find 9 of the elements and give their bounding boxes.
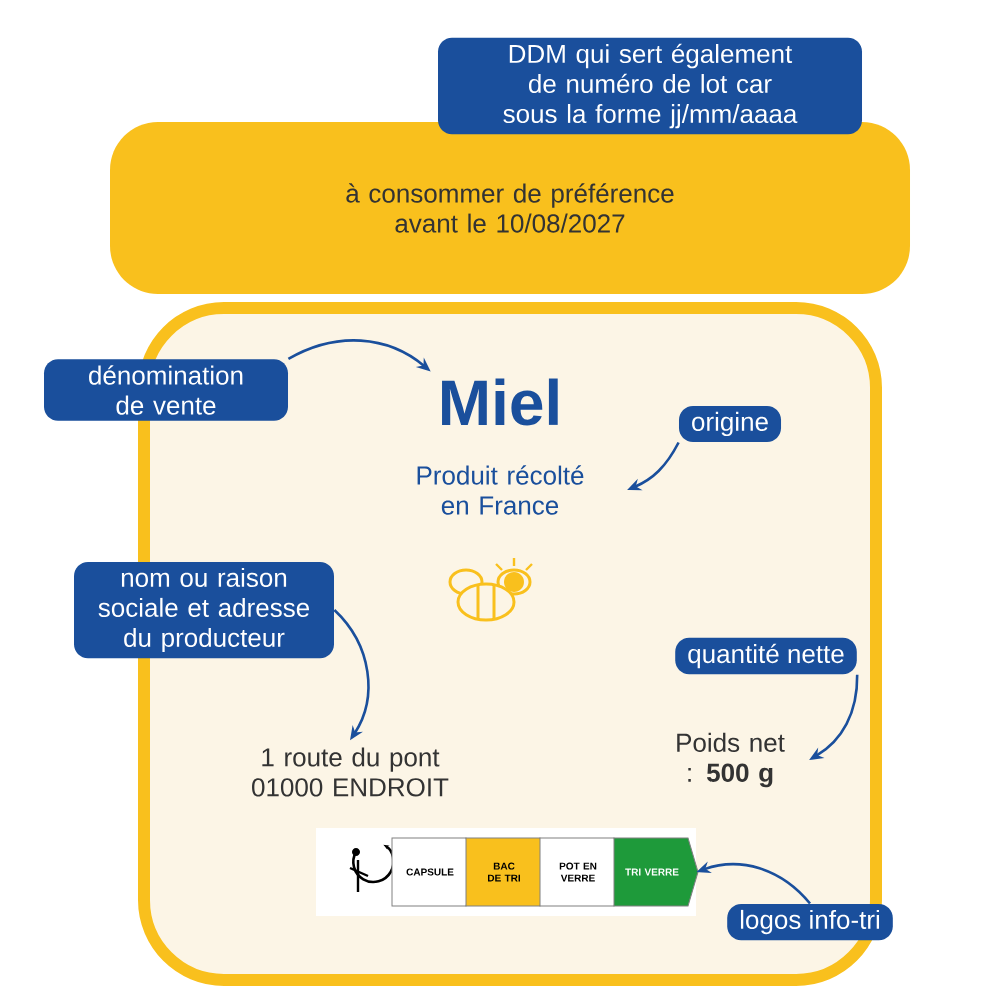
callout-label: quantité nette [675, 637, 857, 675]
origin-text: Produit récolté en France [417, 465, 584, 515]
callout-label: logos info-tri [727, 903, 893, 941]
callout-label: dénomination de vente [44, 359, 288, 421]
callout-label: nom ou raison sociale et adresse du producteur [74, 561, 334, 659]
product-name: Miel [442, 378, 558, 426]
address-text: 1 route du pont 01000 ENDROIT [252, 747, 449, 797]
callout-label: DDM qui sert également de numéro de lot car sous la forme jj/mm/aaaa [438, 37, 862, 135]
net-weight-text: Poids net : 500 g [677, 732, 785, 788]
